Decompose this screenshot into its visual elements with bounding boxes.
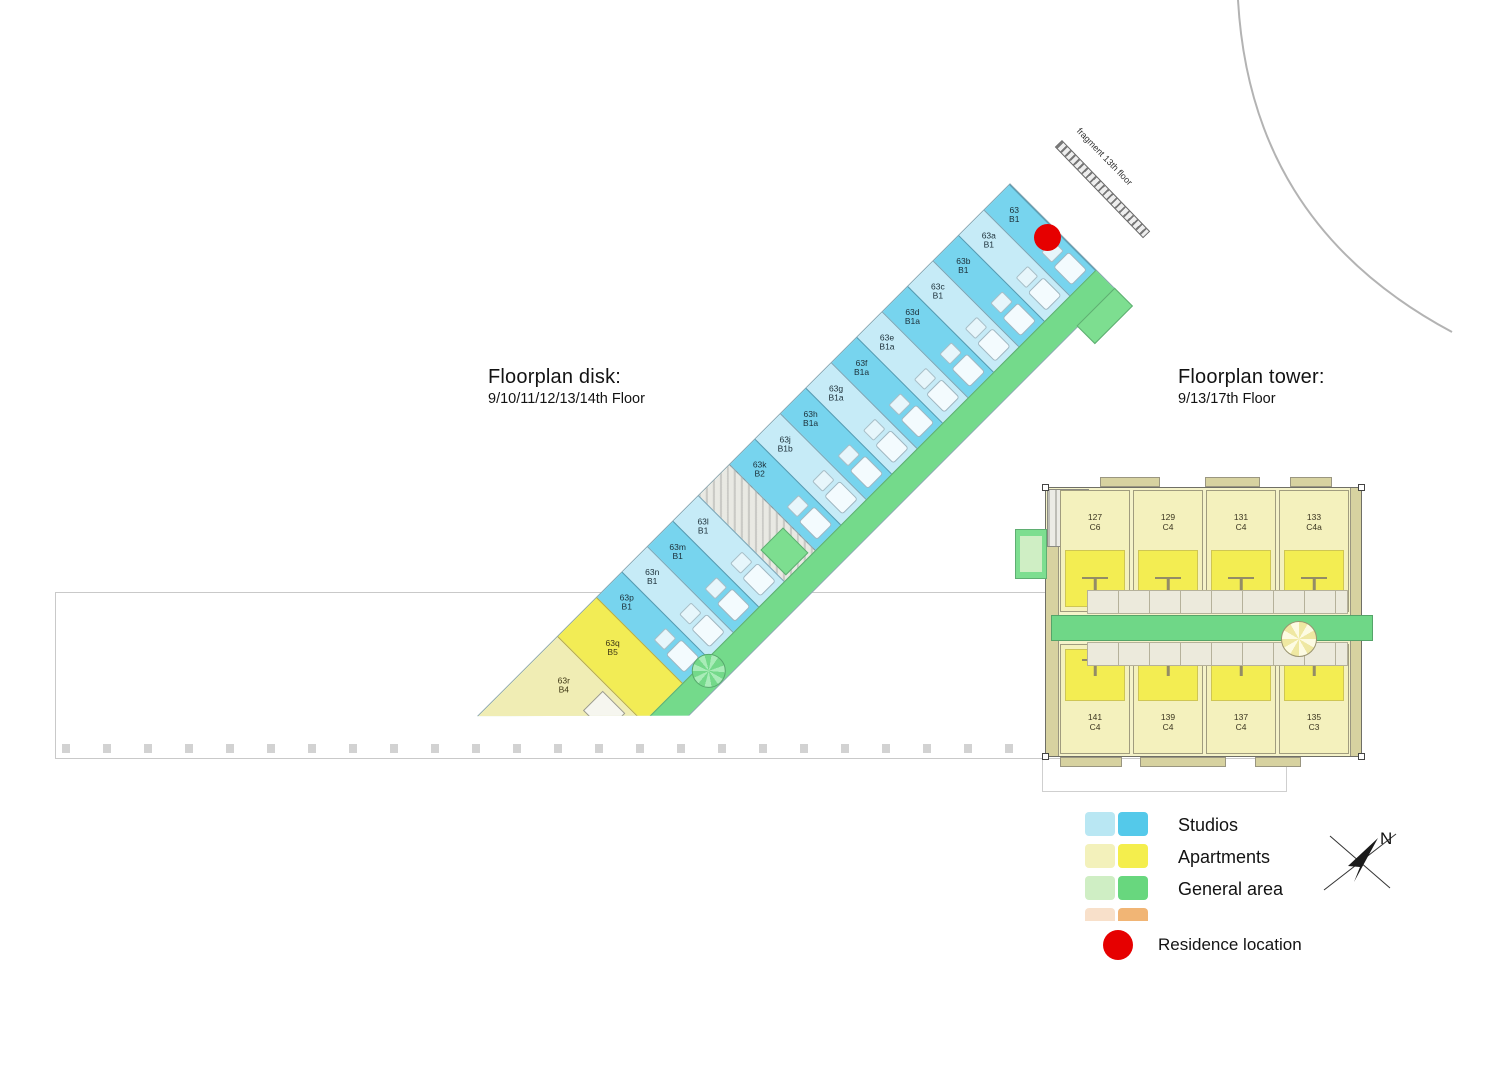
column-mark [1042,753,1049,760]
bathroom-pod [900,404,934,438]
tower-balcony-tab [1255,757,1301,767]
legend-swatch-apartments [1085,844,1148,868]
bathroom-pod [926,379,960,413]
swatch-dark [1118,876,1148,900]
bathroom-pod [849,455,883,489]
north-compass: N [1323,829,1397,891]
tower-title: Floorplan tower: [1178,366,1325,388]
bathroom-pod [1053,251,1087,285]
tower-spiral-stair [1281,621,1317,657]
disk-subtitle: 9/10/11/12/13/14th Floor [488,391,645,407]
swatch-dark [1118,812,1148,836]
swatch-dark [1118,908,1148,921]
swatch-light [1085,812,1115,836]
table-icon [1228,577,1254,597]
column-mark [1042,484,1049,491]
table-icon [1301,577,1327,597]
tower-balcony-tab [1205,477,1260,487]
bathroom-pod [1027,277,1061,311]
legend-swatch-general-area [1085,876,1148,900]
legend-swatch-studios [1085,812,1148,836]
bathroom-pod [798,506,832,540]
tower-subtitle: 9/13/17th Floor [1178,391,1276,407]
legend-label-apartments: Apartments [1178,847,1271,867]
tower-balcony-tab [1100,477,1160,487]
legend-label-general-area: General area [1178,879,1284,899]
compass-n-label: N [1380,829,1392,848]
table-icon [1155,577,1181,597]
disk-title: Floorplan disk: [488,366,622,388]
swatch-light [1085,876,1115,900]
column-mark [1358,753,1365,760]
bathroom-pod [716,588,750,622]
table-icon [1082,577,1108,597]
bathroom-pod [951,353,985,387]
column-grid-row [62,744,1278,753]
tower-corridor [1051,615,1373,641]
tower-entry-walkway [1015,529,1047,579]
bathroom-pod [875,429,909,463]
legend-label-studios: Studios [1178,815,1239,835]
bathroom-pod [1002,302,1036,336]
legend-label-residence: Residence location [1158,935,1302,954]
tower-left-balcony-strip [1046,547,1059,756]
swatch-light [1085,908,1115,921]
swatch-dark [1118,844,1148,868]
legend-residence-dot [1103,930,1133,960]
legend: Studios Apartments General area Residenc… [1085,812,1445,972]
yellow-core-box [583,691,625,733]
swatch-light [1085,844,1115,868]
tower-balcony-tab [1060,757,1122,767]
residence-marker [1034,224,1061,251]
fragment-note: fragment 13th floor [1074,126,1135,188]
tower-balcony-tab [1140,757,1226,767]
bathroom-pod [691,613,725,647]
bathroom-pod [824,480,858,514]
column-mark [1358,484,1365,491]
compass-needle [1348,838,1378,882]
bathroom-pod [742,562,776,596]
ground-footprint-outline-right [1042,757,1287,792]
tower-balcony-tab [1290,477,1332,487]
legend-swatch-extra-partial [1085,908,1148,921]
bathroom-pod [976,328,1010,362]
tower-utility-band-upper [1087,590,1348,614]
